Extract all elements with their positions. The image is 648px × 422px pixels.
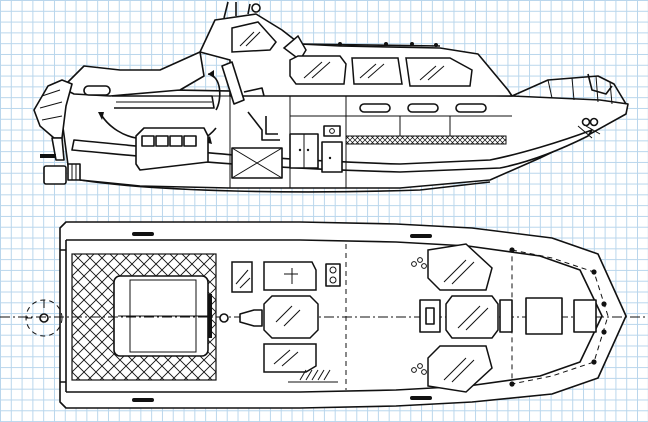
helm-console-plan [263, 295, 319, 339]
mast [223, 1, 251, 19]
portlight-2 [407, 103, 439, 113]
drawer-unit [135, 127, 209, 171]
bow-rail [511, 75, 627, 105]
berth-center [445, 295, 499, 339]
steering-wheel [265, 116, 278, 135]
bow-pulpit [587, 73, 613, 95]
portlight-1 [359, 103, 391, 113]
plan-view [0, 221, 648, 409]
helm-seat-plan [263, 261, 317, 291]
trim-tab [40, 154, 56, 158]
side-profile-view [33, 1, 629, 193]
berth-starboard [427, 345, 493, 393]
rotation-arrow-2 [101, 115, 137, 139]
bow-eye-right [589, 117, 599, 127]
helm-seat [221, 61, 245, 105]
compass [219, 313, 229, 323]
side-window-1 [289, 55, 347, 85]
foredeck-stanchions [509, 247, 607, 387]
galley-sink [323, 125, 341, 137]
mast-light [251, 3, 261, 13]
side-window-2 [351, 57, 403, 85]
portlight-3 [455, 103, 487, 113]
bow-rail-posts [547, 75, 613, 105]
passenger-seat-plan [263, 343, 317, 373]
deck-cleats [411, 257, 427, 375]
side-window-3 [405, 57, 473, 87]
steering-wheel-plan [239, 309, 263, 327]
galley-sink-plan [325, 263, 341, 287]
motor-cowl-lines [39, 89, 63, 121]
berth-port [427, 243, 493, 291]
galley-fridge [321, 141, 343, 173]
window-glare-marks [239, 31, 445, 81]
roof-rail [299, 43, 441, 47]
bow-eye-left [581, 117, 591, 127]
front-windscreen [231, 21, 277, 53]
transom-bulkhead [60, 240, 67, 392]
fore-hatch-1 [525, 297, 563, 335]
stern-fitting [39, 313, 49, 323]
cockpit-deck [112, 95, 215, 109]
deck-line [200, 95, 512, 117]
propeller [67, 163, 81, 181]
throttle [284, 268, 298, 284]
drawer-boxes [141, 135, 197, 147]
well-handle [208, 294, 212, 338]
roof-rail-stanchions [338, 42, 438, 47]
hull-keel-line [79, 179, 491, 193]
berth-mesh [345, 135, 507, 145]
helm-console [243, 87, 280, 141]
fore-hatch-small [499, 299, 513, 333]
door-window [282, 34, 307, 62]
cockpit-window [83, 85, 111, 96]
bow-stem [577, 125, 601, 139]
foredeck-outline [511, 249, 609, 385]
fore-hatch-2 [573, 299, 597, 333]
deck-edge-plan [66, 239, 603, 393]
skeg [43, 165, 67, 185]
stair-hatching [299, 369, 331, 381]
fender-blocks [132, 232, 432, 402]
berth-glare-marks [443, 259, 489, 383]
